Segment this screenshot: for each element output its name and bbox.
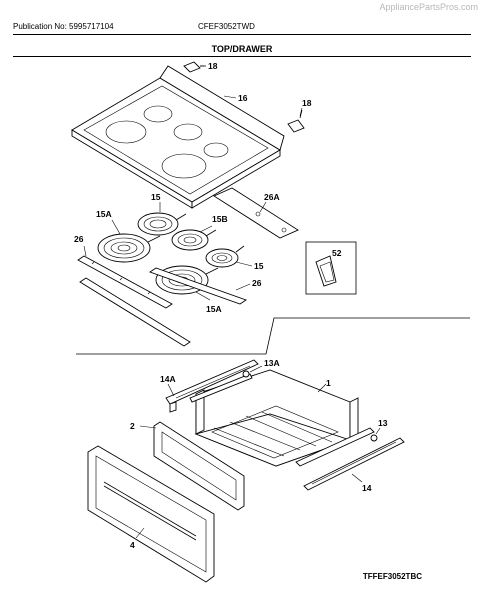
- callout-14: 14: [362, 483, 372, 493]
- callout-18-right: 18: [302, 98, 312, 108]
- callout-15a-b: 15A: [206, 304, 222, 314]
- callout-13a: 13A: [264, 358, 280, 368]
- callout-4: 4: [130, 540, 135, 550]
- terminal-block-bracket[interactable]: [213, 187, 299, 239]
- surface-element-rear-left[interactable]: [137, 212, 187, 236]
- roller-13[interactable]: [370, 434, 378, 442]
- callout-26-b: 26: [252, 278, 262, 288]
- roller-13a[interactable]: [242, 370, 250, 378]
- callout-13: 13: [378, 418, 388, 428]
- callout-labels: 18 16 18 15 26A 15A 15B 26 52 15 26 15A …: [74, 61, 388, 550]
- model-number: CFEF3052TWD: [198, 22, 255, 31]
- drawer-slide-right-inner[interactable]: [295, 427, 375, 467]
- diagram-code: TFFEF3052TBC: [362, 572, 422, 581]
- element-support-rail-front[interactable]: [79, 277, 191, 347]
- callout-15a-a: 15A: [96, 209, 112, 219]
- part-52-inset[interactable]: [305, 241, 357, 295]
- drawer-front-panel[interactable]: [87, 445, 215, 583]
- drawer-body[interactable]: [153, 369, 359, 511]
- title-rule: [13, 56, 471, 57]
- callout-52: 52: [332, 248, 342, 258]
- callout-2: 2: [130, 421, 135, 431]
- surface-element-front-left[interactable]: [97, 233, 161, 263]
- surface-element-rear-right[interactable]: [171, 229, 217, 251]
- leader-lines: [83, 65, 381, 539]
- callout-15-a: 15: [151, 192, 161, 202]
- cooktop-glass-top[interactable]: [71, 65, 285, 209]
- bracket-left[interactable]: [183, 61, 206, 73]
- drawer-slide-left[interactable]: [165, 359, 259, 413]
- callout-1: 1: [326, 378, 331, 388]
- publication-number: Publication No: 5995717104: [13, 22, 114, 31]
- callout-16: 16: [238, 93, 248, 103]
- section-divider: [76, 317, 470, 355]
- callout-15-b: 15: [254, 261, 264, 271]
- callout-14a: 14A: [160, 374, 176, 384]
- header-rule: [13, 34, 471, 35]
- callout-18-left: 18: [208, 61, 218, 71]
- drawer-slide-right[interactable]: [303, 437, 405, 491]
- element-support-rail-right[interactable]: [149, 267, 247, 305]
- bracket-right[interactable]: [287, 109, 305, 133]
- watermark: AppliancePartsPros.com: [379, 2, 478, 12]
- callout-26a: 26A: [264, 192, 280, 202]
- element-support-rail-left[interactable]: [77, 255, 173, 309]
- section-title: TOP/DRAWER: [211, 44, 273, 54]
- callout-15b: 15B: [212, 214, 228, 224]
- callout-26-a: 26: [74, 234, 84, 244]
- drawer-slide-upper[interactable]: [189, 373, 253, 403]
- surface-element-warmer[interactable]: [205, 245, 245, 268]
